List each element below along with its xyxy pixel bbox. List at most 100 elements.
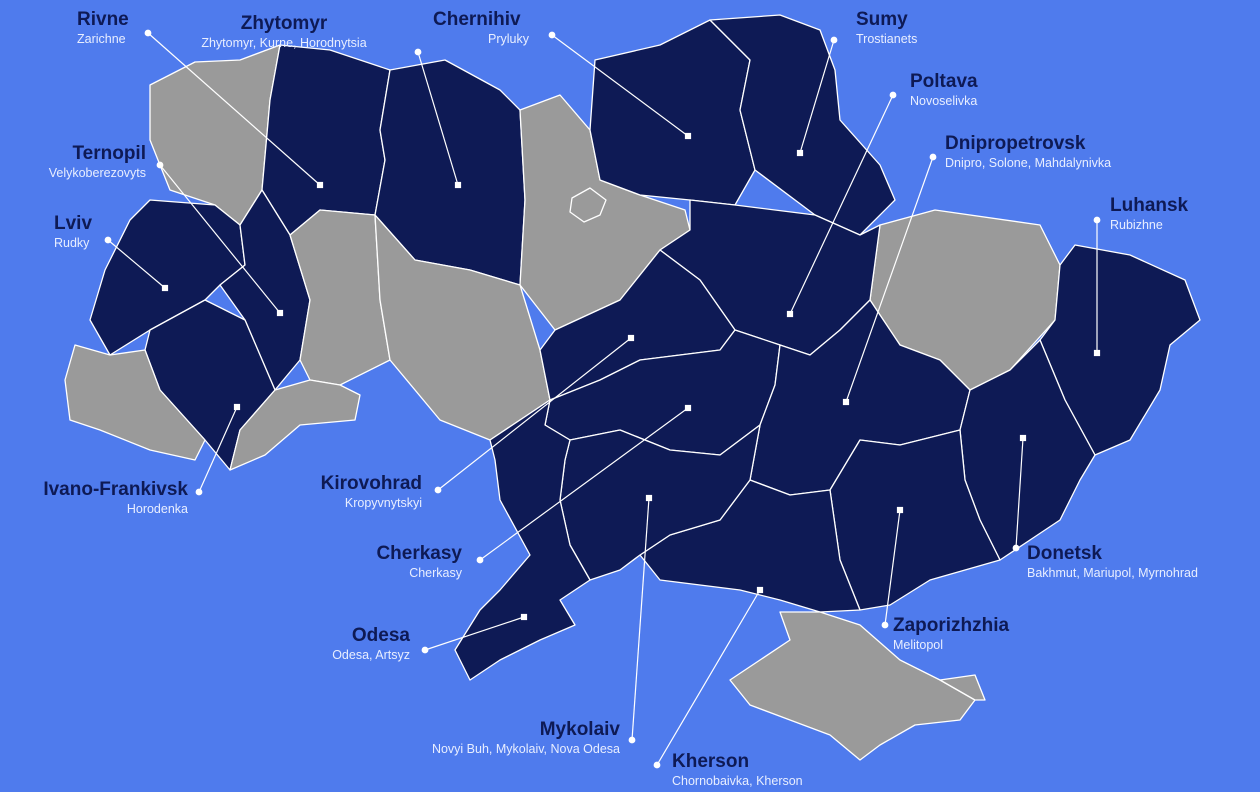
leader-line-mykolaiv (631, 497, 650, 741)
region-khmelnytskyi[interactable] (289, 209, 391, 386)
leader-dot-mykolaiv (628, 736, 636, 744)
leader-line-ternopil (159, 164, 281, 314)
label-ivano-frankivsk-towns: Horodenka (126, 501, 188, 516)
region-chernivtsi[interactable] (229, 379, 361, 471)
leader-dot-luhansk (1093, 216, 1101, 224)
region-sumy[interactable] (709, 14, 896, 236)
label-mykolaiv-name: Mykolaiv (539, 719, 620, 740)
label-cherkasy-towns: Cherkasy (409, 565, 462, 580)
label-ternopil-name: Ternopil (72, 143, 146, 164)
leader-marker-zhytomyr (454, 181, 462, 189)
region-rivne[interactable] (261, 44, 391, 236)
leader-marker-odesa (520, 613, 528, 621)
label-rivne-name: Rivne (77, 9, 129, 30)
region-crimea[interactable] (729, 611, 976, 761)
leader-line-dnipropetrovsk (845, 156, 934, 403)
leader-line-zhytomyr (417, 51, 459, 186)
label-sumy: Sumy Trostianets (856, 9, 918, 47)
leader-line-rivne (147, 32, 321, 186)
leader-marker-donetsk (1019, 434, 1027, 442)
region-odesa[interactable] (454, 399, 591, 681)
leader-dot-lviv (104, 236, 112, 244)
label-sumy-towns: Trostianets (856, 31, 918, 46)
label-ivano-frankivsk: Ivano-Frankivsk Horodenka (43, 479, 188, 517)
leader-line-poltava (789, 94, 894, 315)
label-chernihiv-towns: Pryluky (488, 31, 529, 46)
leader-line-kirovohrad (437, 337, 632, 491)
leader-line-zaporizhzhia (884, 509, 901, 626)
label-zaporizhzhia: Zaporizhzhia Melitopol (893, 615, 1010, 653)
label-ternopil-towns: Velykoberezovyts (48, 165, 146, 180)
leader-lines (104, 29, 1101, 769)
region-chernihiv[interactable] (589, 19, 756, 206)
label-kirovohrad-towns: Kropyvnytskyi (344, 495, 422, 510)
leader-marker-sumy (796, 149, 804, 157)
label-odesa-towns: Odesa, Artsyz (332, 647, 410, 662)
leader-dot-zaporizhzhia (881, 621, 889, 629)
leader-marker-kirovohrad (627, 334, 635, 342)
leader-line-odesa (424, 616, 525, 651)
leader-dot-poltava (889, 91, 897, 99)
label-mykolaiv: Mykolaiv Novyi Buh, Mykolaiv, Nova Odesa (432, 719, 620, 757)
label-lviv-towns: Rudky (54, 235, 90, 250)
label-luhansk-name: Luhansk (1110, 195, 1189, 216)
leader-marker-mykolaiv (645, 494, 653, 502)
label-kherson: Kherson Chornobaivka, Kherson (672, 751, 803, 789)
label-ternopil: Ternopil Velykoberezovyts (48, 143, 146, 181)
leader-marker-lviv (161, 284, 169, 292)
label-zhytomyr: Zhytomyr Zhytomyr, Kurne, Horodnytsia (201, 13, 367, 51)
leader-line-kherson (656, 589, 761, 766)
leader-dot-odesa (421, 646, 429, 654)
label-chernihiv-name: Chernihiv (433, 9, 521, 30)
leader-dot-chernihiv (548, 31, 556, 39)
label-sumy-name: Sumy (856, 9, 908, 30)
label-dnipropetrovsk-name: Dnipropetrovsk (945, 133, 1086, 154)
label-zaporizhzhia-towns: Melitopol (893, 637, 944, 652)
label-rivne-towns: Zarichne (77, 31, 126, 46)
label-kirovohrad-name: Kirovohrad (320, 473, 422, 494)
region-ternopil[interactable] (219, 189, 311, 391)
leader-dot-zhytomyr (414, 48, 422, 56)
leader-line-lviv (107, 239, 166, 289)
leader-marker-luhansk (1093, 349, 1101, 357)
leader-marker-chernihiv (684, 132, 692, 140)
label-donetsk-name: Donetsk (1027, 543, 1102, 564)
label-donetsk: Donetsk Bakhmut, Mariupol, Myrnohrad (1027, 543, 1198, 581)
leader-marker-ivano-frankivsk (233, 403, 241, 411)
label-poltava-name: Poltava (910, 71, 978, 92)
leader-dot-rivne (144, 29, 152, 37)
label-zhytomyr-name: Zhytomyr (240, 13, 328, 34)
label-zhytomyr-towns: Zhytomyr, Kurne, Horodnytsia (201, 35, 367, 50)
leader-dot-kherson (653, 761, 661, 769)
label-cherkasy: Cherkasy Cherkasy (376, 543, 462, 581)
label-lviv-name: Lviv (54, 213, 93, 234)
label-zaporizhzhia-name: Zaporizhzhia (893, 615, 1010, 636)
leader-dot-ivano-frankivsk (195, 488, 203, 496)
leader-marker-ternopil (276, 309, 284, 317)
label-lviv: Lviv Rudky (54, 213, 93, 251)
label-luhansk: Luhansk Rubizhne (1110, 195, 1189, 233)
label-poltava-towns: Novoselivka (910, 93, 978, 108)
label-ivano-frankivsk-name: Ivano-Frankivsk (43, 479, 188, 500)
leader-line-chernihiv (551, 34, 689, 137)
label-kherson-name: Kherson (672, 751, 750, 772)
leader-dot-dnipropetrovsk (929, 153, 937, 161)
leader-marker-zaporizhzhia (896, 506, 904, 514)
label-donetsk-towns: Bakhmut, Mariupol, Myrnohrad (1027, 565, 1198, 580)
leader-dot-cherkasy (476, 556, 484, 564)
leader-line-cherkasy (479, 407, 689, 561)
leader-marker-dnipropetrovsk (842, 398, 850, 406)
region-zakarpattia[interactable] (64, 344, 206, 461)
label-chernihiv: Chernihiv Pryluky (433, 9, 529, 47)
leader-line-sumy (799, 39, 835, 154)
leader-line-donetsk (1015, 437, 1024, 549)
label-cherkasy-name: Cherkasy (376, 543, 462, 564)
label-odesa: Odesa Odesa, Artsyz (332, 625, 410, 663)
label-luhansk-towns: Rubizhne (1110, 217, 1163, 232)
label-dnipropetrovsk: Dnipropetrovsk Dnipro, Solone, Mahdalyni… (945, 133, 1111, 171)
region-kyiv-city[interactable] (569, 187, 607, 223)
label-rivne: Rivne Zarichne (77, 9, 129, 47)
region-crimea-kerch[interactable] (939, 674, 986, 701)
